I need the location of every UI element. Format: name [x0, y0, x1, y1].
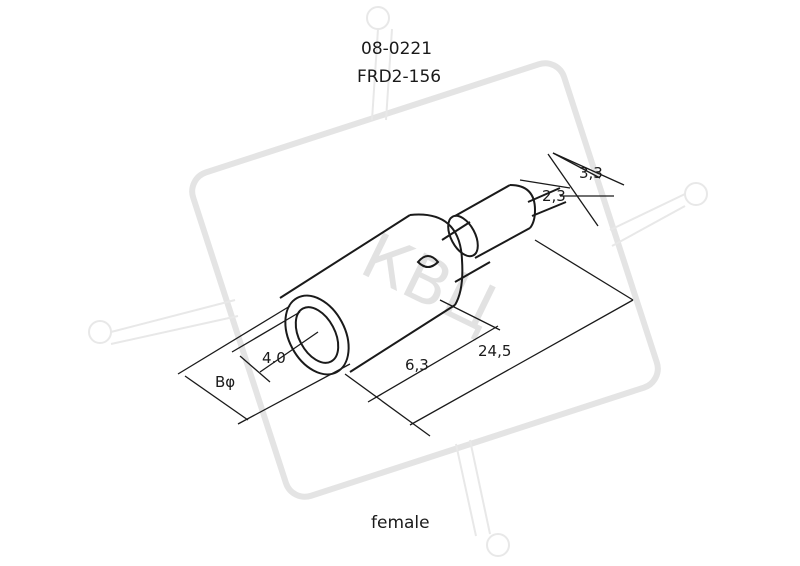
terminal-body: [279, 184, 567, 376]
watermark-logo: КВЦ: [88, 6, 708, 557]
dim-label-4-0: 4.0: [262, 349, 286, 367]
dim-label-b-phi: Bφ: [215, 373, 235, 391]
dimension-lines: [177, 152, 634, 437]
part-model: FRD2-156: [357, 67, 441, 87]
caption: female: [371, 513, 430, 533]
dim-label-3-3: 3,3: [579, 164, 603, 182]
part-code: 08-0221: [361, 39, 432, 59]
dim-label-24-5: 24,5: [478, 342, 511, 360]
dim-label-6-3: 6,3: [405, 356, 429, 374]
dim-label-2-3: 2,3: [542, 187, 566, 205]
